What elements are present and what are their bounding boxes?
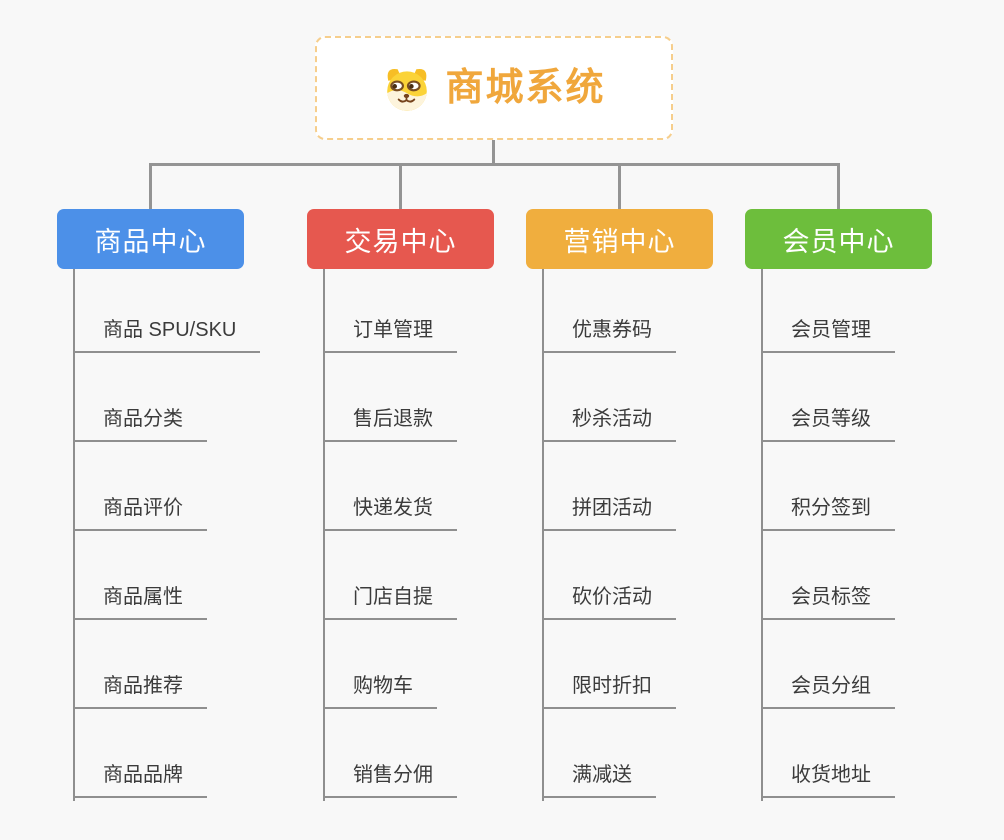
connector-drop-member bbox=[837, 163, 840, 209]
node-limited-time-discount[interactable]: 限时折扣 bbox=[544, 676, 676, 709]
root-node-mall-system[interactable]: 商城系统 bbox=[315, 36, 673, 140]
connector-drop-marketing bbox=[618, 163, 621, 209]
connector-drop-product bbox=[149, 163, 152, 209]
node-product-brand[interactable]: 商品品牌 bbox=[75, 765, 207, 798]
branch-subtree: 优惠券码 秒杀活动 拼团活动 砍价活动 限时折扣 满减送 bbox=[542, 269, 774, 801]
branch-header-trade-center[interactable]: 交易中心 bbox=[307, 209, 494, 269]
branch-header-member-center[interactable]: 会员中心 bbox=[745, 209, 932, 269]
branch-header-product-center[interactable]: 商品中心 bbox=[57, 209, 244, 269]
node-product-review[interactable]: 商品评价 bbox=[75, 498, 207, 531]
node-points-checkin[interactable]: 积分签到 bbox=[763, 498, 895, 531]
shiba-dog-icon bbox=[387, 68, 428, 111]
node-group-buy[interactable]: 拼团活动 bbox=[544, 498, 676, 531]
root-title: 商城系统 bbox=[445, 67, 606, 109]
node-shipping-address[interactable]: 收货地址 bbox=[763, 765, 895, 798]
branch-subtree: 订单管理 售后退款 快递发货 门店自提 购物车 销售分佣 bbox=[323, 269, 555, 801]
node-product-attribute[interactable]: 商品属性 bbox=[75, 587, 207, 620]
node-bargain-activity[interactable]: 砍价活动 bbox=[544, 587, 676, 620]
branch-subtree: 会员管理 会员等级 积分签到 会员标签 会员分组 收货地址 bbox=[761, 269, 993, 801]
node-express-delivery[interactable]: 快递发货 bbox=[325, 498, 457, 531]
node-product-recommend[interactable]: 商品推荐 bbox=[75, 676, 207, 709]
branch-trade-center: 交易中心 订单管理 售后退款 快递发货 门店自提 购物车 销售分佣 bbox=[307, 209, 494, 801]
node-product-spu-sku[interactable]: 商品 SPU/SKU bbox=[75, 320, 261, 353]
node-member-groups[interactable]: 会员分组 bbox=[763, 676, 895, 709]
connector-drop-trade bbox=[399, 163, 402, 209]
branch-product-center: 商品中心 商品 SPU/SKU 商品分类 商品评价 商品属性 商品推荐 商品品牌 bbox=[57, 209, 261, 801]
branch-subtree: 商品 SPU/SKU 商品分类 商品评价 商品属性 商品推荐 商品品牌 bbox=[73, 269, 305, 801]
branch-member-center: 会员中心 会员管理 会员等级 积分签到 会员标签 会员分组 收货地址 bbox=[745, 209, 932, 801]
node-store-pickup[interactable]: 门店自提 bbox=[325, 587, 457, 620]
branch-header-marketing-center[interactable]: 营销中心 bbox=[526, 209, 713, 269]
node-coupon-code[interactable]: 优惠券码 bbox=[544, 320, 676, 353]
node-shopping-cart[interactable]: 购物车 bbox=[325, 676, 437, 709]
node-aftersale-refund[interactable]: 售后退款 bbox=[325, 409, 457, 442]
connector-root-stub bbox=[492, 140, 495, 163]
node-order-management[interactable]: 订单管理 bbox=[325, 320, 457, 353]
connector-trunk bbox=[149, 163, 840, 166]
node-member-level[interactable]: 会员等级 bbox=[763, 409, 895, 442]
node-full-reduction[interactable]: 满减送 bbox=[544, 765, 656, 798]
node-product-category[interactable]: 商品分类 bbox=[75, 409, 207, 442]
node-member-tags[interactable]: 会员标签 bbox=[763, 587, 895, 620]
node-flash-sale[interactable]: 秒杀活动 bbox=[544, 409, 676, 442]
node-sales-commission[interactable]: 销售分佣 bbox=[325, 765, 457, 798]
node-member-management[interactable]: 会员管理 bbox=[763, 320, 895, 353]
branch-marketing-center: 营销中心 优惠券码 秒杀活动 拼团活动 砍价活动 限时折扣 满减送 bbox=[526, 209, 713, 801]
